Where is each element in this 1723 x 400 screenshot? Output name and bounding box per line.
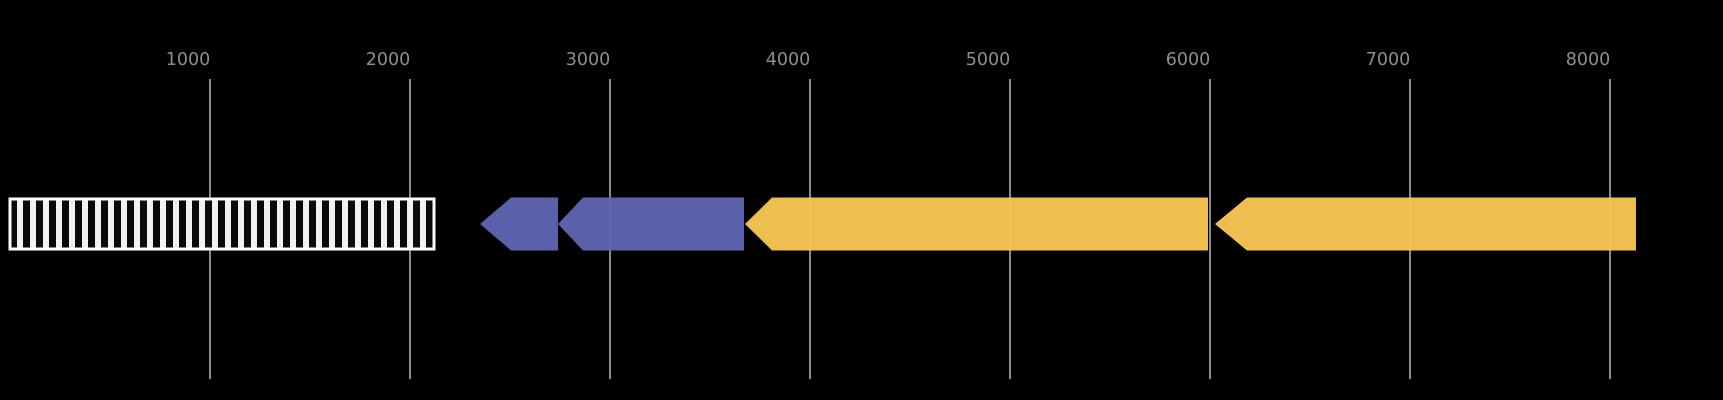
axis-tick-label-3000: 3000 xyxy=(566,51,611,70)
purple-arrow-small xyxy=(480,198,558,251)
purple-arrow-large xyxy=(558,198,744,251)
axis-tick-label-4000: 4000 xyxy=(766,51,811,70)
axis-tick-label-5000: 5000 xyxy=(966,51,1011,70)
axis-tick-label-8000: 8000 xyxy=(1566,51,1611,70)
hatched-segment xyxy=(10,199,434,249)
yellow-arrow-large xyxy=(745,198,1208,251)
yellow-arrow-right xyxy=(1215,198,1636,251)
axis-tick-label-6000: 6000 xyxy=(1166,51,1211,70)
axis-tick-label-1000: 1000 xyxy=(166,51,211,70)
axis-tick-label-7000: 7000 xyxy=(1366,51,1411,70)
axis-tick-label-2000: 2000 xyxy=(366,51,411,70)
